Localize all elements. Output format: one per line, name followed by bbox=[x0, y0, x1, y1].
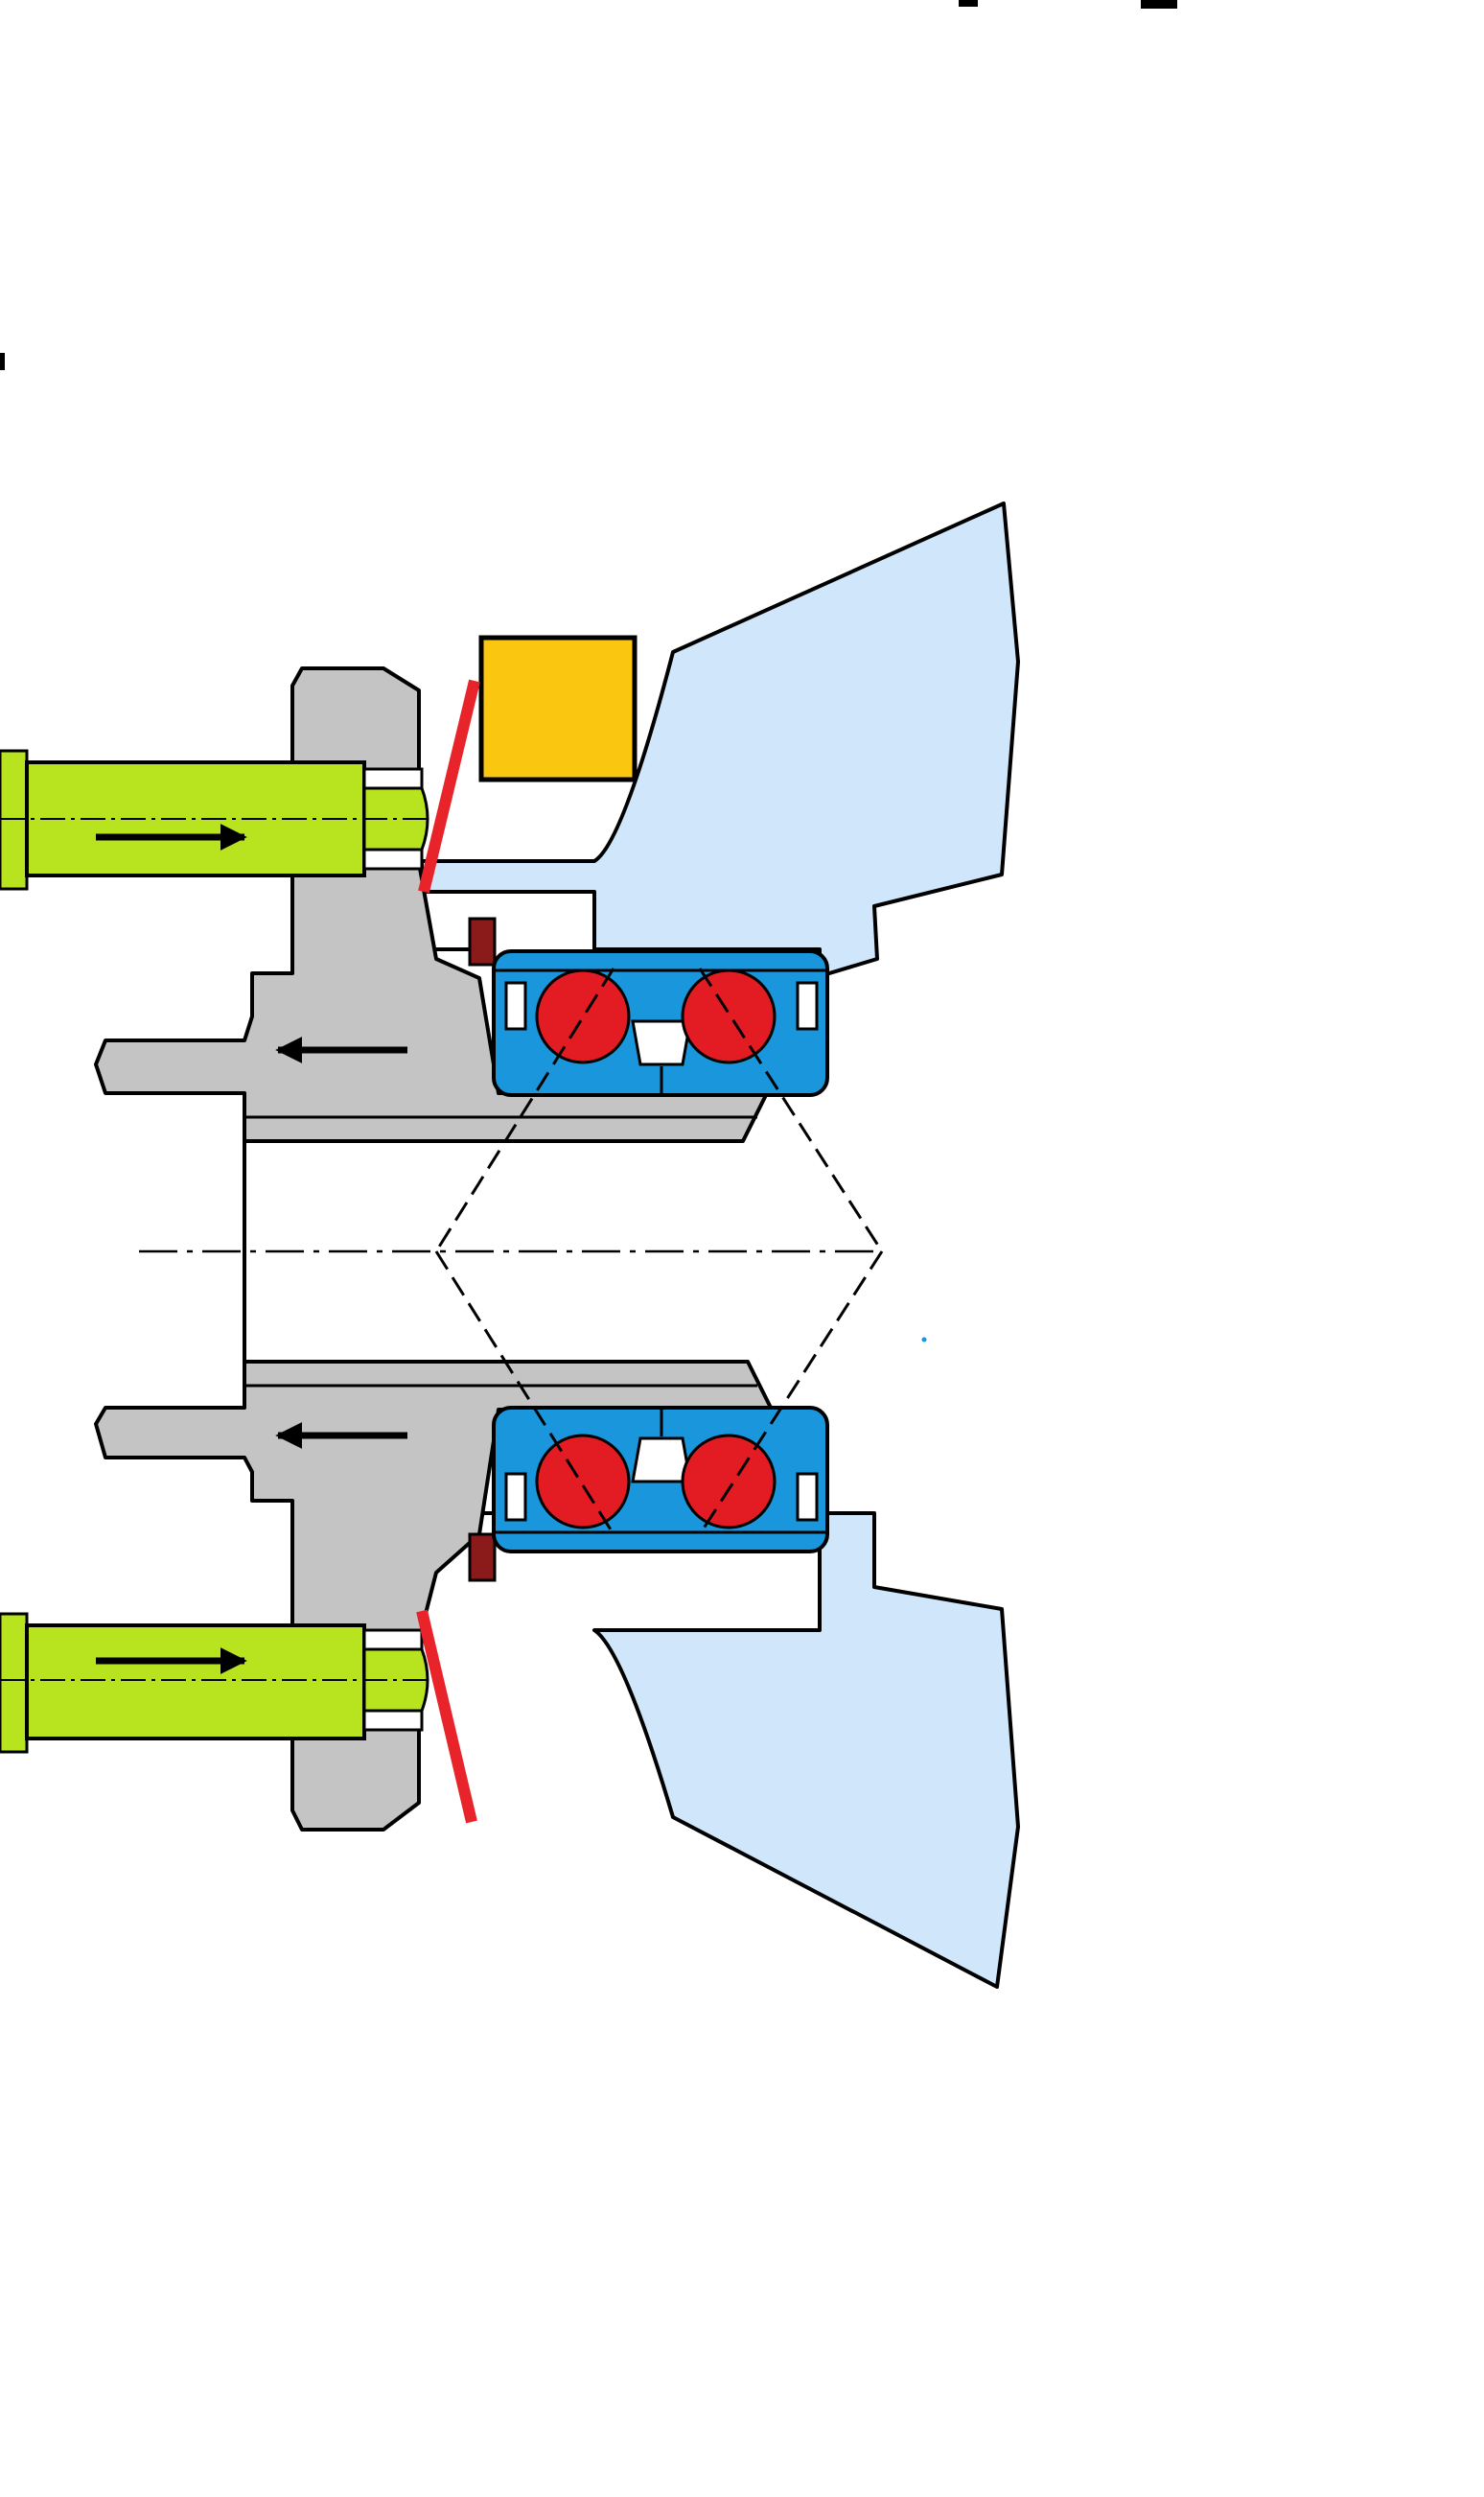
roller-lower-left bbox=[535, 1434, 631, 1529]
seal-small-lower bbox=[468, 1532, 497, 1582]
bearing-lower bbox=[492, 1406, 829, 1553]
seal-lip-upper bbox=[418, 679, 480, 894]
top-mark-1 bbox=[959, 0, 978, 7]
roller-lower-right bbox=[681, 1434, 777, 1529]
stray-dot bbox=[921, 1337, 927, 1342]
wheel-bolt-upper bbox=[0, 749, 431, 891]
wheel-bolt-lower bbox=[0, 1612, 431, 1754]
roller-upper-left bbox=[535, 968, 631, 1064]
sensor-block bbox=[478, 635, 638, 782]
seal-small-upper bbox=[468, 917, 497, 967]
housing-upper bbox=[420, 502, 1020, 978]
left-edge-mark bbox=[0, 353, 5, 370]
housing-lower bbox=[592, 1511, 1020, 1989]
bearing-upper bbox=[492, 949, 829, 1097]
seal-lip-lower bbox=[416, 1609, 477, 1824]
roller-upper-right bbox=[681, 968, 777, 1064]
top-mark-2 bbox=[1141, 0, 1177, 9]
contact-angle-lines bbox=[434, 968, 884, 1535]
